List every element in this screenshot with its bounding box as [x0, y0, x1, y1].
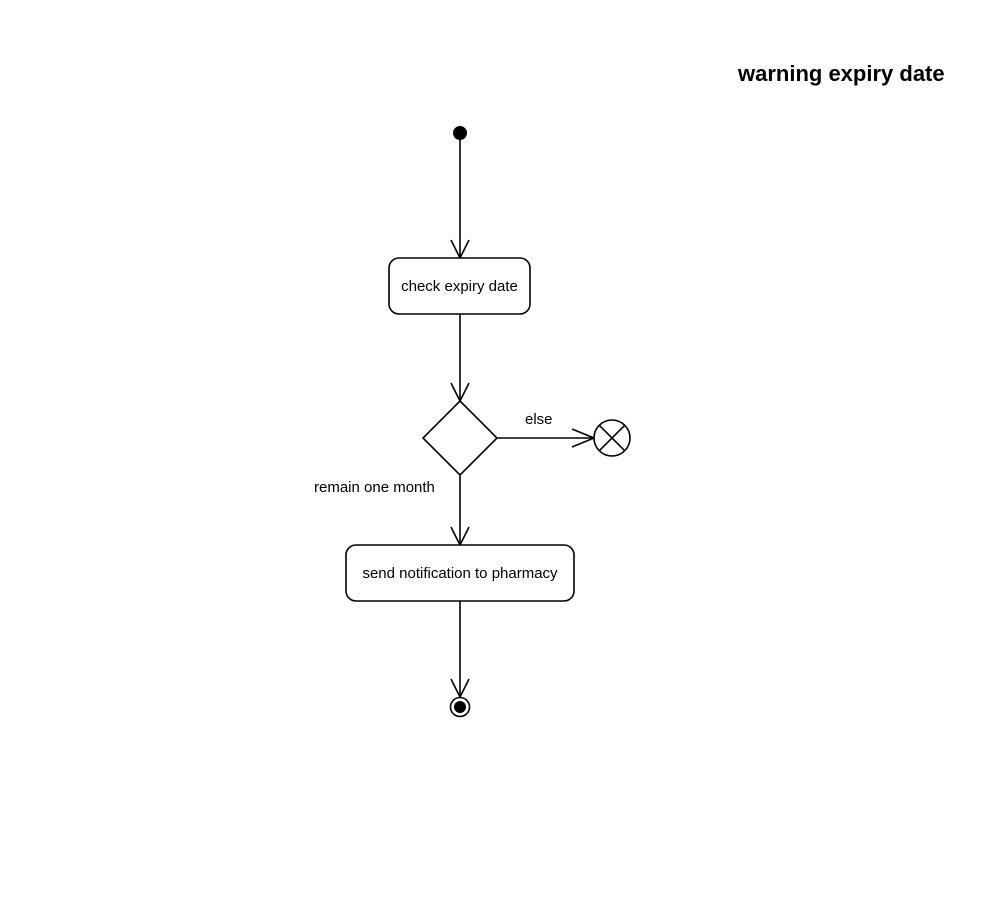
- decision-node: [421, 399, 499, 477]
- guard-else-label: else: [525, 411, 553, 428]
- diagram-title: warning expiry date: [737, 61, 945, 86]
- action-check-expiry-date: check expiry date: [388, 257, 531, 315]
- action-check-expiry-date-label: check expiry date: [401, 278, 518, 295]
- flow-final-node: [593, 419, 631, 457]
- activity-final-node: [449, 696, 471, 718]
- flow-decision-to-flow-final: [497, 428, 597, 448]
- action-send-notification: send notification to pharmacy: [345, 544, 575, 602]
- flow-decision-to-notify: [450, 475, 470, 547]
- initial-node: [453, 126, 467, 140]
- flow-notify-to-final: [450, 601, 470, 699]
- flow-check-to-decision: [450, 314, 470, 403]
- flow-initial-to-check: [450, 140, 470, 260]
- action-send-notification-label: send notification to pharmacy: [362, 565, 558, 582]
- guard-remain-label: remain one month: [314, 479, 435, 496]
